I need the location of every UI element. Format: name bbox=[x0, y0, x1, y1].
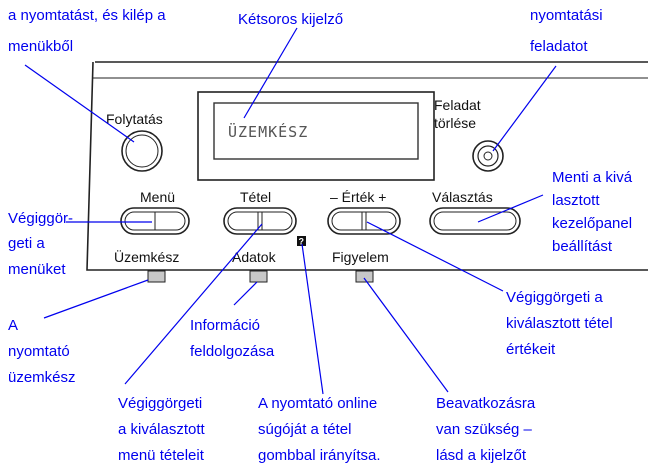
data-led-label: Adatok bbox=[232, 249, 277, 265]
help-icon bbox=[297, 236, 306, 246]
callout-attention-line2: van szükség – bbox=[436, 421, 533, 438]
leader-print-job bbox=[492, 65, 557, 152]
callout-online-help-line3: gombbal irányítsa. bbox=[258, 447, 381, 464]
callout-scroll-values-line3: értékeit bbox=[506, 341, 556, 358]
callout-display: Kétsoros kijelző bbox=[238, 11, 343, 28]
leader-ready bbox=[43, 279, 149, 319]
callout-exit-menus-line1: a nyomtatást, és kilép a bbox=[8, 7, 166, 24]
select-button[interactable] bbox=[429, 207, 521, 235]
leader-online-help bbox=[301, 243, 324, 395]
callout-ready-line1: A bbox=[8, 317, 18, 334]
callout-print-job-line2: feladatot bbox=[530, 38, 588, 55]
callout-scroll-menus-line3: menüket bbox=[8, 261, 66, 278]
help-icon-glyph: ? bbox=[299, 237, 305, 247]
continue-button-rim bbox=[125, 134, 159, 168]
continue-button-label: Folytatás bbox=[106, 111, 163, 127]
callout-scroll-values-line2: kiválasztott tétel bbox=[506, 315, 613, 332]
lcd-display-text: ÜZEMKÉSZ bbox=[228, 122, 308, 141]
leader-exit-menus bbox=[24, 64, 135, 143]
ready-led-label: Üzemkész bbox=[114, 248, 179, 265]
attention-led bbox=[355, 270, 374, 283]
continue-button[interactable] bbox=[121, 130, 163, 172]
callout-save-setting-line3: kezelőpanel bbox=[552, 215, 632, 232]
leader-display bbox=[243, 27, 298, 119]
callout-scroll-values-line1: Végiggörgeti a bbox=[506, 289, 603, 306]
select-button-label: Választás bbox=[432, 189, 493, 205]
menu-button[interactable] bbox=[120, 207, 190, 235]
callout-scroll-items-line1: Végiggörgeti bbox=[118, 395, 202, 412]
lcd-display-frame bbox=[197, 91, 435, 181]
value-button[interactable] bbox=[327, 207, 401, 235]
leader-attention bbox=[363, 277, 449, 393]
callout-ready-line2: nyomtató bbox=[8, 343, 70, 360]
leader-scroll-items bbox=[124, 223, 263, 385]
callout-attention-line3: lásd a kijelzőt bbox=[436, 447, 527, 464]
callout-processing-line2: feldolgozása bbox=[190, 343, 275, 360]
item-button-label: Tétel bbox=[240, 189, 271, 205]
callout-scroll-items-line2: a kiválasztott bbox=[118, 421, 206, 438]
callout-exit-menus-line2: menükből bbox=[8, 38, 73, 55]
callout-save-setting-line2: lasztott bbox=[552, 192, 600, 209]
value-button-label: – Érték + bbox=[330, 189, 386, 205]
leader-processing bbox=[233, 281, 258, 306]
data-led bbox=[249, 270, 268, 283]
callout-ready-line3: üzemkész bbox=[8, 369, 76, 386]
leader-save-setting bbox=[477, 194, 544, 223]
callout-save-setting-line4: beállítást bbox=[552, 238, 613, 255]
callout-attention-line1: Beavatkozásra bbox=[436, 395, 536, 412]
cancel-job-button-center bbox=[483, 151, 493, 161]
callout-online-help-line2: súgóját a tétel bbox=[258, 421, 351, 438]
menu-button-label: Menü bbox=[140, 189, 175, 205]
callout-scroll-menus-line2: geti a bbox=[8, 235, 45, 252]
ready-led bbox=[147, 270, 166, 283]
callout-save-setting-line1: Menti a kivá bbox=[552, 169, 633, 186]
callout-online-help-line1: A nyomtató online bbox=[258, 395, 377, 412]
cancel-job-label-line1: Feladat bbox=[434, 97, 481, 113]
callout-scroll-menus-line1: Végiggör- bbox=[8, 210, 73, 227]
callout-print-job-line1: nyomtatási bbox=[530, 7, 603, 24]
cancel-job-label-line2: törlése bbox=[434, 115, 476, 131]
item-button[interactable] bbox=[223, 207, 297, 235]
attention-led-label: Figyelem bbox=[332, 249, 389, 265]
callout-scroll-items-line3: menü tételeit bbox=[118, 447, 205, 464]
leader-scroll-values bbox=[366, 221, 504, 292]
cancel-job-button-rim bbox=[477, 145, 499, 167]
callout-processing-line1: Információ bbox=[190, 317, 260, 334]
